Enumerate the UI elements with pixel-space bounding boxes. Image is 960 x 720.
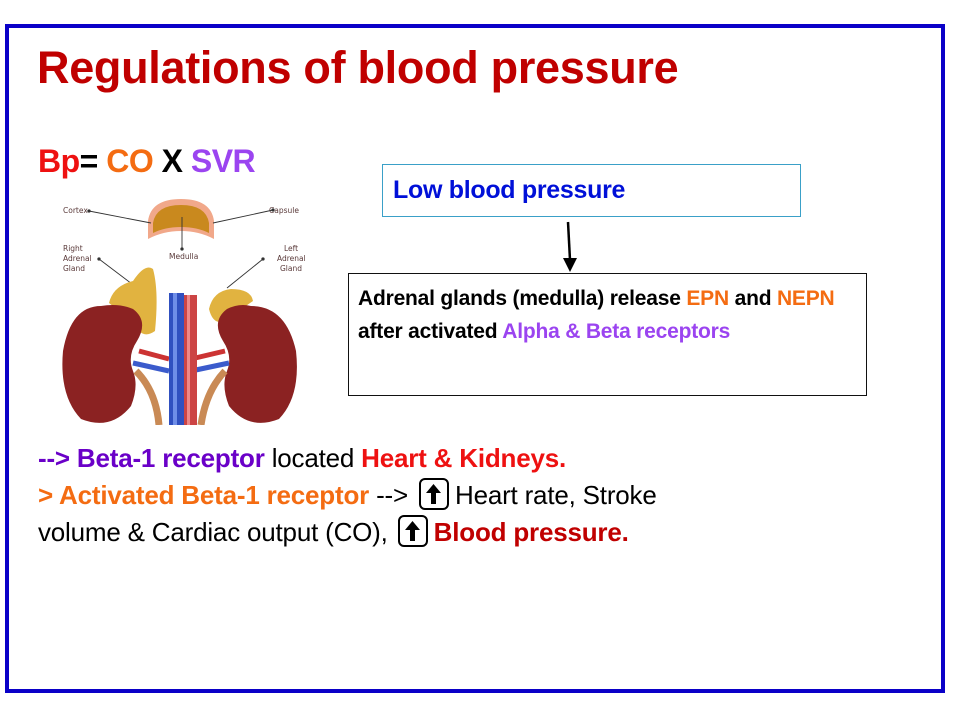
slide-title: Regulations of blood pressure	[37, 42, 679, 93]
low-blood-pressure-label: Low blood pressure	[393, 176, 626, 204]
beta1-receptor-term: --> Beta-1 receptor	[38, 443, 265, 473]
release-text-part2: and	[728, 287, 777, 310]
blood-pressure-result: Blood pressure.	[433, 517, 629, 547]
arrow-text: -->	[369, 480, 415, 510]
bullet-line-2: > Activated Beta-1 receptor --> Heart ra…	[38, 477, 928, 514]
formula-co: CO	[106, 143, 154, 179]
formula-bp: Bp	[38, 143, 80, 179]
formula-times: X	[161, 143, 183, 179]
slide-frame	[5, 24, 945, 693]
up-arrow-icon	[397, 515, 428, 547]
beta1-explanation: --> Beta-1 receptor located Heart & Kidn…	[38, 440, 928, 551]
release-text-part3: after activated	[358, 320, 503, 343]
bullet-line-1: --> Beta-1 receptor located Heart & Kidn…	[38, 440, 928, 477]
label-right-gland-1: Right	[63, 244, 83, 253]
label-medulla: Medulla	[169, 252, 198, 261]
effects-text: Heart rate, Stroke	[455, 480, 657, 510]
up-arrow-icon	[419, 478, 449, 510]
formula-svr: SVR	[190, 143, 256, 179]
formula-equals: =	[79, 143, 99, 179]
effects-continued-text: volume & Cardiac output (CO),	[38, 517, 388, 547]
label-left-gland-2: Adrenal	[277, 254, 306, 263]
adrenal-kidney-illustration: Cortex Capsule Medulla Right Adrenal Gla…	[41, 191, 321, 425]
label-cortex: Cortex	[63, 206, 88, 215]
label-right-gland-3: Gland	[63, 264, 85, 273]
label-left-gland-1: Left	[284, 244, 298, 253]
located-text: located	[264, 443, 362, 473]
release-text-part1: Adrenal glands (medulla) release	[358, 287, 687, 310]
label-capsule: Capsule	[269, 206, 299, 215]
label-left-gland-3: Gland	[280, 264, 302, 273]
bullet-line-3: volume & Cardiac output (CO), Blood press…	[38, 514, 928, 551]
alpha-beta-receptors-term: Alpha & Beta receptors	[502, 320, 731, 343]
epn-term: EPN	[686, 287, 729, 310]
label-right-gland-2: Adrenal	[63, 254, 92, 263]
nepn-term: NEPN	[776, 287, 835, 310]
adrenal-release-text: Adrenal glands (medulla) release EPN and…	[358, 282, 863, 348]
activated-beta1-term: > Activated Beta-1 receptor	[38, 480, 370, 510]
heart-kidneys-term: Heart & Kidneys.	[361, 443, 567, 473]
down-arrow-icon	[555, 220, 585, 279]
bp-formula: Bp= CO X SVR	[38, 143, 256, 180]
low-blood-pressure-box: Low blood pressure	[382, 164, 801, 217]
adrenal-release-box: Adrenal glands (medulla) release EPN and…	[348, 273, 867, 396]
